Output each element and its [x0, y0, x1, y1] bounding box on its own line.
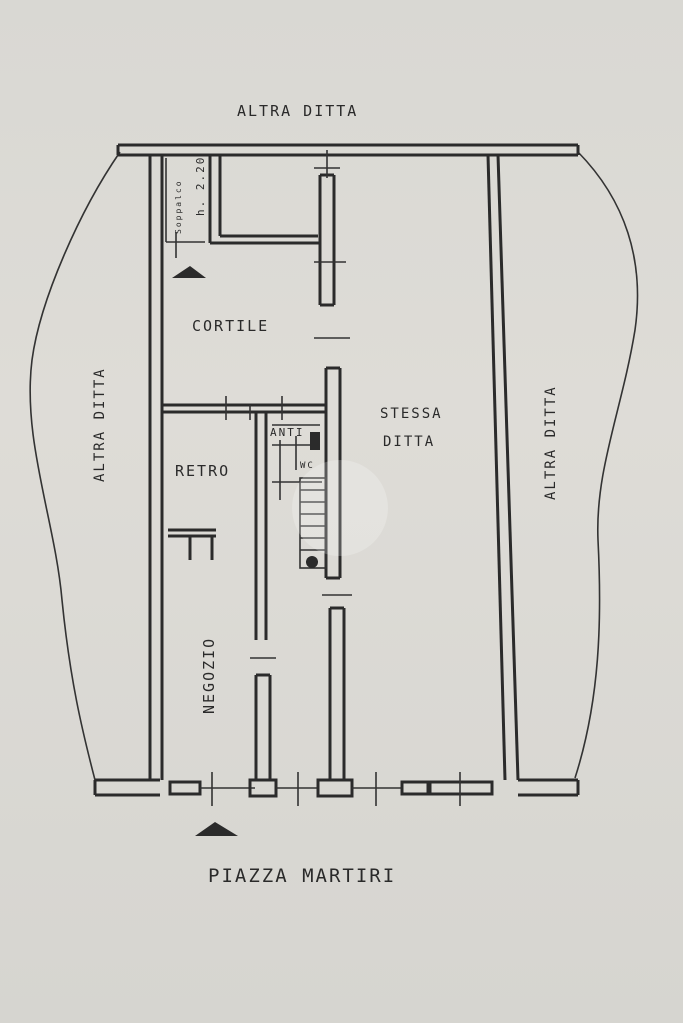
street-label: PIAZZA MARTIRI: [208, 865, 396, 887]
watermark: [292, 460, 388, 556]
same-company-label-2: DITTA: [383, 434, 435, 450]
loft-room: [165, 155, 320, 258]
wc-label: WC: [300, 461, 315, 471]
loft-height-label: h. 2.20: [194, 156, 207, 216]
central-wall-upper: [314, 150, 350, 339]
courtyard-retro-wall: [162, 396, 326, 420]
left-wall: [148, 155, 164, 780]
staircase: [299, 477, 327, 569]
same-company-label-1: STESSA: [380, 406, 443, 422]
wc-block: [272, 424, 322, 500]
street-entrance-arrow: [195, 822, 238, 836]
top-wall: [116, 143, 580, 157]
top-neighbor-label: ALTRA DITTA: [237, 102, 358, 120]
left-neighbor-boundary: [29, 151, 121, 781]
right-wall: [486, 154, 520, 781]
street-wall: [93, 772, 580, 806]
shop-label: NEGOZIO: [200, 637, 218, 714]
courtyard-entrance-arrow: [172, 266, 206, 278]
shelving: [168, 528, 216, 560]
anteroom-label: ANTI: [270, 426, 305, 439]
left-neighbor-label: ALTRA DITTA: [92, 367, 108, 482]
right-neighbor-boundary: [574, 151, 639, 779]
back-room-label: RETRO: [175, 462, 230, 480]
central-wall-lower: [328, 606, 346, 780]
loft-label: Soppalco: [174, 179, 183, 234]
courtyard-label: CORTILE: [192, 317, 269, 335]
retro-corridor-wall: [250, 412, 276, 780]
right-neighbor-label: ALTRA DITTA: [543, 385, 559, 500]
